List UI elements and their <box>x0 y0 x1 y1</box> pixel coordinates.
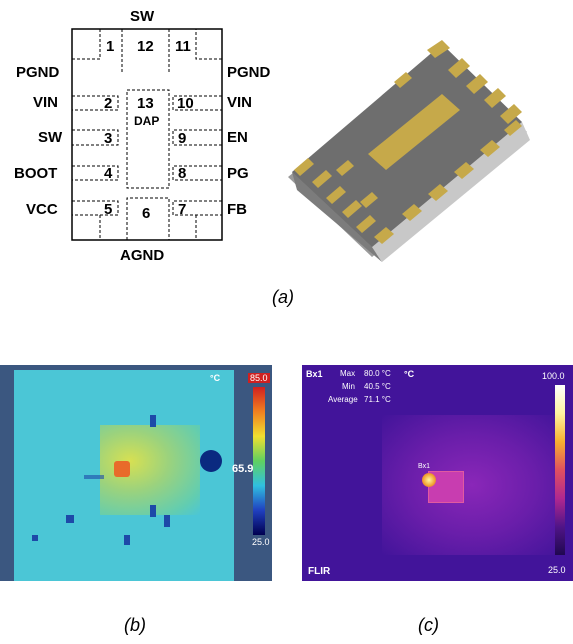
pin-number: 6 <box>142 205 151 222</box>
pin-number: 5 <box>104 201 113 218</box>
pin-label-right: PGND <box>227 64 271 81</box>
caption-a: (a) <box>272 287 294 307</box>
pin-number: 12 <box>137 38 154 55</box>
pin-number: 10 <box>177 95 194 112</box>
hotspot <box>422 473 436 487</box>
dap-label: DAP <box>134 114 160 128</box>
pin-label-left: VIN <box>33 94 59 111</box>
pin-label-bottom: AGND <box>120 247 165 264</box>
pin-label-left: SW <box>38 129 63 146</box>
pin-number: 7 <box>178 201 187 218</box>
component-dark <box>200 450 222 472</box>
avg-value: 71.1 °C <box>364 395 391 404</box>
box-label: Bx1 <box>418 463 431 470</box>
pin-number: 13 <box>137 95 154 112</box>
pin-number: 1 <box>106 38 115 55</box>
min-label: Min <box>342 382 355 391</box>
component-dark <box>84 475 104 479</box>
thermal-image-c: Bx1 Bx1 Max 80.0 °C °C Min 40.5 °C Avera… <box>302 365 573 581</box>
component-dark <box>150 415 156 427</box>
scale-min: 25.0 <box>252 537 270 547</box>
spot-temperature: 65.9 <box>232 463 254 475</box>
pin-label-left: VCC <box>26 201 58 218</box>
pin-label-left: BOOT <box>14 165 58 182</box>
pin-label-right: VIN <box>227 94 253 111</box>
color-scale-bar <box>253 387 265 535</box>
pin-number: 3 <box>104 130 113 147</box>
min-value: 40.5 °C <box>364 382 391 391</box>
pin-label-right: EN <box>227 129 248 146</box>
component-dark <box>150 505 156 517</box>
pin-number: 11 <box>175 38 191 55</box>
pin-number: 2 <box>104 95 113 112</box>
avg-label: Average <box>328 395 358 404</box>
hotspot <box>114 461 130 477</box>
pin-label-right: FB <box>227 201 247 218</box>
caption-b: (b) <box>124 615 146 635</box>
pin-number: 9 <box>178 130 187 147</box>
pin-number: 4 <box>104 165 113 182</box>
pin-number: 8 <box>178 165 187 182</box>
scale-max: 100.0 <box>542 371 565 381</box>
package-outline <box>71 28 223 241</box>
max-label: Max <box>340 369 356 378</box>
component-dark <box>124 535 130 545</box>
package-3d-render <box>288 40 530 262</box>
caption-c: (c) <box>418 615 439 635</box>
pin-label-top: SW <box>130 8 155 25</box>
pinout-diagram: SW AGND PGND VIN SW BOOT VCC PGND VIN EN… <box>0 0 290 270</box>
component-dark <box>164 515 170 527</box>
component-dark <box>32 535 38 541</box>
scale-max: 85.0 <box>248 373 270 383</box>
brand-logo: FLIR <box>308 566 331 577</box>
component-dark <box>66 515 74 523</box>
scale-unit: °C <box>210 373 221 383</box>
pin-label-left: PGND <box>16 64 60 81</box>
box-id: Bx1 <box>306 369 323 379</box>
hot-region <box>428 471 464 503</box>
color-scale-bar <box>555 385 565 555</box>
scale-unit: °C <box>404 369 415 379</box>
board-glow <box>382 415 562 555</box>
max-value: 80.0 °C <box>364 369 391 378</box>
scale-min: 25.0 <box>548 565 566 575</box>
thermal-image-b: °C 85.0 65.9 25.0 <box>0 365 272 581</box>
pin-label-right: PG <box>227 165 249 182</box>
